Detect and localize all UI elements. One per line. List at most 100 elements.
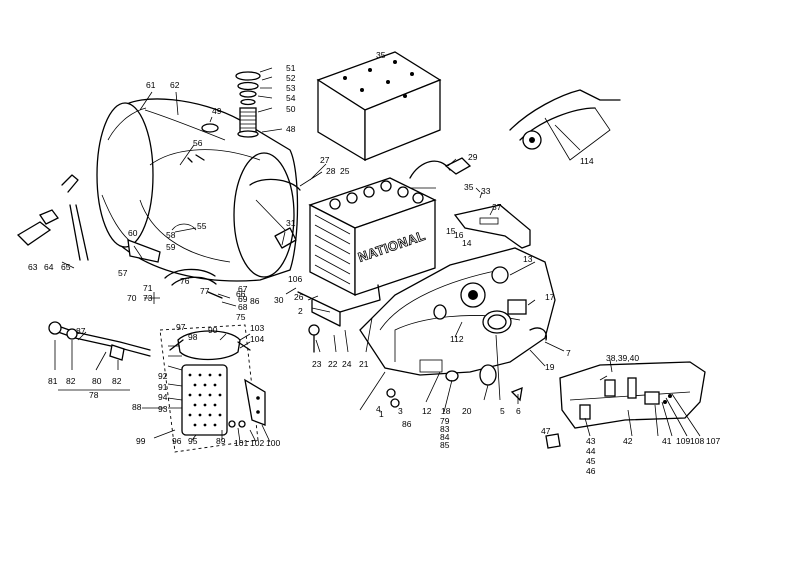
- part-label-70: 70: [127, 293, 137, 303]
- part-label-84: 84: [440, 432, 450, 442]
- part-label-2: 2: [298, 306, 303, 316]
- part-label-97: 97: [176, 322, 186, 332]
- part-label-89: 89: [216, 436, 226, 446]
- part-label-47: 47: [541, 426, 551, 436]
- part-label-66: 66: [236, 289, 246, 299]
- part-label-98: 98: [188, 332, 198, 342]
- part-label-44: 44: [586, 446, 596, 456]
- part-label-57: 57: [118, 268, 128, 278]
- top-right-detail: [509, 89, 621, 161]
- part-label-4: 4: [376, 404, 381, 414]
- support-bracket: [453, 204, 531, 249]
- part-label-31: 31: [286, 218, 296, 228]
- part-label-58: 58: [166, 230, 176, 240]
- part-label-45: 45: [586, 456, 596, 466]
- fuel-line: [48, 321, 151, 361]
- part-label-96: 96: [172, 436, 182, 446]
- part-label-5: 5: [500, 406, 505, 416]
- part-label-41: 41: [662, 436, 672, 446]
- part-label-3: 3: [398, 406, 403, 416]
- part-label-65: 65: [61, 262, 71, 272]
- part-label-17: 17: [545, 292, 555, 302]
- part-label-78: 78: [89, 390, 99, 400]
- fuel-filter: [159, 324, 266, 453]
- part-label-22: 22: [328, 359, 338, 369]
- part-label-77: 77: [200, 286, 210, 296]
- part-label-14: 14: [462, 238, 472, 248]
- part-label-81: 81: [48, 376, 58, 386]
- part-label-109: 109: [676, 436, 690, 446]
- part-label-86: 86: [250, 296, 260, 306]
- part-label-23: 23: [312, 359, 322, 369]
- part-label-56: 56: [193, 138, 203, 148]
- part-label-82: 82: [66, 376, 76, 386]
- part-label-103: 103: [250, 323, 264, 333]
- fuel-tank: [96, 98, 301, 282]
- part-label-107: 107: [706, 436, 720, 446]
- part-label-26: 26: [294, 292, 304, 302]
- left-brackets: [16, 174, 217, 286]
- part-label-86b: 86: [402, 419, 412, 429]
- part-label-59: 59: [166, 242, 176, 252]
- part-label-87: 87: [76, 326, 86, 336]
- part-label-101: 101: [234, 438, 248, 448]
- part-label-61: 61: [146, 80, 156, 90]
- part-label-95: 95: [188, 436, 198, 446]
- part-label-50: 50: [286, 104, 296, 114]
- part-label-82b: 82: [112, 376, 122, 386]
- part-label-37: 37: [492, 202, 502, 212]
- part-label-49: 49: [212, 106, 222, 116]
- part-label-21: 21: [359, 359, 369, 369]
- main-housing: [359, 247, 556, 386]
- part-label-60: 60: [128, 228, 138, 238]
- part-label-93: 93: [158, 404, 168, 414]
- part-label-67: 67: [238, 284, 248, 294]
- part-label-68: 68: [238, 302, 248, 312]
- part-label-106: 106: [288, 274, 302, 284]
- part-label-18: 18: [441, 406, 451, 416]
- battery-box: [316, 51, 442, 162]
- part-label-16: 16: [454, 230, 464, 240]
- part-label-51: 51: [286, 63, 296, 73]
- battery-tray: [297, 284, 381, 327]
- battery: NATIONAL: [308, 157, 472, 297]
- leader-lines: [54, 67, 701, 443]
- part-label-112: 112: [450, 334, 464, 344]
- part-label-43: 43: [586, 436, 596, 446]
- part-label-13: 13: [523, 254, 533, 264]
- part-label-76: 76: [180, 276, 190, 286]
- part-label-1: 1: [379, 409, 384, 419]
- part-label-20: 20: [462, 406, 472, 416]
- part-label-27: 27: [320, 155, 330, 165]
- part-label-48: 48: [286, 124, 296, 134]
- part-label-63: 63: [28, 262, 38, 272]
- part-label-42: 42: [623, 436, 633, 446]
- part-label-35-box: 35: [376, 50, 386, 60]
- part-label-79: 79: [440, 416, 450, 426]
- part-label-80: 80: [92, 376, 102, 386]
- part-label-91: 91: [158, 382, 168, 392]
- part-label-28: 28: [326, 166, 336, 176]
- part-label-12: 12: [422, 406, 432, 416]
- part-label-114: 114: [580, 156, 594, 166]
- part-label-62: 62: [170, 80, 180, 90]
- part-label-102: 102: [250, 438, 264, 448]
- part-label-64: 64: [44, 262, 54, 272]
- part-label-92: 92: [158, 371, 168, 381]
- part-label-94: 94: [158, 392, 168, 402]
- part-label-99: 99: [136, 436, 146, 446]
- part-label-83: 83: [440, 424, 450, 434]
- part-label-54: 54: [286, 93, 296, 103]
- part-label-15: 15: [446, 226, 456, 236]
- filler-cap-stack: [235, 71, 261, 138]
- side-panel: [559, 361, 706, 429]
- part-label-52: 52: [286, 73, 296, 83]
- part-label-33: 33: [481, 186, 491, 196]
- part-label-73: 73: [143, 293, 153, 303]
- part-label-29: 29: [468, 152, 478, 162]
- part-label-30: 30: [274, 295, 284, 305]
- part-label-100: 100: [266, 438, 280, 448]
- part-label-38-39-40: 38,39,40: [606, 353, 639, 363]
- part-label-7: 7: [566, 348, 571, 358]
